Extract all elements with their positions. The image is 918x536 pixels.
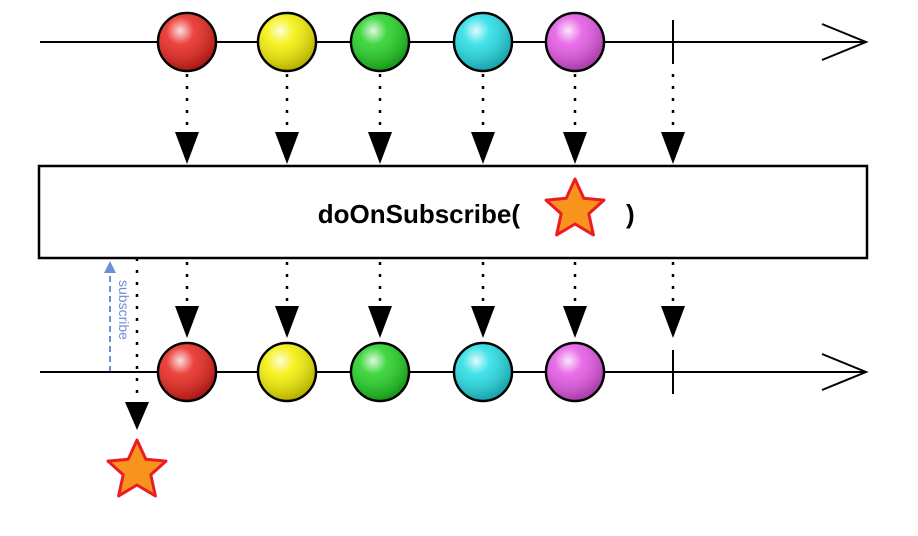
source-marble-magenta-gloss — [547, 14, 603, 70]
operator-name: doOnSubscribe( — [318, 199, 521, 229]
result-timeline-arrowhead — [821, 353, 869, 391]
result-marble-green-gloss — [352, 344, 408, 400]
operator-to-result-arrowhead-icon-1 — [275, 306, 299, 338]
source-marble-cyan-gloss — [455, 14, 511, 70]
source-marbles — [156, 11, 606, 73]
source-to-operator-arrowhead-icon-0 — [175, 132, 199, 164]
source-to-operator-arrowhead-icon-3 — [471, 132, 495, 164]
source-to-operator-arrowhead-icon-5 — [661, 132, 685, 164]
operator-to-result-arrowhead-icon-4 — [563, 306, 587, 338]
subscribe-arrowhead-icon — [104, 261, 116, 273]
result-marble-cyan-gloss — [455, 344, 511, 400]
source-marble-red-gloss — [159, 14, 215, 70]
source-to-operator-arrowhead-icon-1 — [275, 132, 299, 164]
subscribe-label: subscribe — [116, 280, 132, 340]
source-to-operator-arrowhead-icon-4 — [563, 132, 587, 164]
operator-to-result-arrowhead-icon-2 — [368, 306, 392, 338]
operator-close-paren: ) — [626, 199, 635, 229]
result-marbles — [156, 341, 606, 403]
result-timeline — [40, 341, 869, 403]
result-marble-yellow-gloss — [259, 344, 315, 400]
source-marble-green-gloss — [352, 14, 408, 70]
side-effect-star-icon — [106, 438, 168, 498]
source-to-operator-arrows — [175, 74, 685, 164]
side-effect-arrowhead-icon — [125, 402, 149, 430]
operator-to-result-arrowhead-icon-5 — [661, 306, 685, 338]
operator-box-frame — [37, 164, 869, 260]
operator-box: doOnSubscribe( ) — [37, 164, 869, 260]
operator-to-result-arrows — [175, 262, 685, 338]
source-marble-yellow-gloss — [259, 14, 315, 70]
source-timeline-arrowhead — [821, 23, 869, 61]
operator-star-icon — [544, 177, 606, 237]
operator-to-result-arrowhead-icon-3 — [471, 306, 495, 338]
source-timeline — [40, 11, 869, 73]
result-marble-magenta-gloss — [547, 344, 603, 400]
subscribe-annotation: subscribe — [104, 261, 132, 372]
result-marble-red-gloss — [159, 344, 215, 400]
source-to-operator-arrowhead-icon-2 — [368, 132, 392, 164]
operator-to-result-arrowhead-icon-0 — [175, 306, 199, 338]
side-effect — [106, 258, 168, 498]
